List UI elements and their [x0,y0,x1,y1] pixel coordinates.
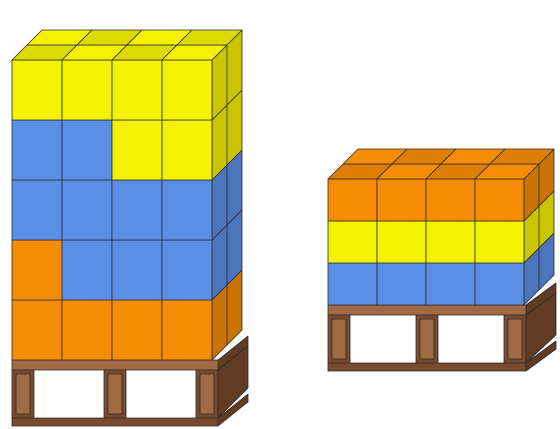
box-front-orange [377,179,426,221]
box-front-yellow [475,221,524,263]
box-front-orange [112,300,162,360]
pallet-leg-inner [200,374,214,414]
box-front-blue [12,180,62,240]
pallet-deck-front [328,305,526,315]
box-front-blue [62,240,112,300]
box-front-orange [12,300,62,360]
pallet-bottom-board [328,363,526,371]
box-front-blue [328,263,377,305]
box-front-yellow [426,221,475,263]
box-front-yellow [12,60,62,120]
pallet-leg-inner [108,374,122,414]
box-front-yellow [162,60,212,120]
box-front-orange [426,179,475,221]
box-front-yellow [328,221,377,263]
box-front-blue [112,240,162,300]
box-front-orange [12,240,62,300]
box-front-orange [328,179,377,221]
pallet-leg-inner [16,374,30,414]
box-front-orange [162,300,212,360]
left-box-stack [12,30,242,360]
box-front-yellow [112,120,162,180]
box-front-blue [62,120,112,180]
box-front-blue [162,240,212,300]
box-front-yellow [162,120,212,180]
box-front-blue [112,180,162,240]
box-front-blue [475,263,524,305]
pallet-leg-inner [420,319,434,359]
box-front-orange [62,300,112,360]
box-front-blue [62,180,112,240]
box-front-blue [426,263,475,305]
pallet-deck-front [12,360,218,370]
box-front-yellow [377,221,426,263]
box-front-blue [377,263,426,305]
box-front-blue [12,120,62,180]
box-front-yellow [112,60,162,120]
pallet-leg-inner [332,319,346,359]
box-front-yellow [62,60,112,120]
box-front-blue [162,180,212,240]
pallet-leg-inner [508,319,522,359]
box-front-orange [475,179,524,221]
pallet-bottom-board [12,418,218,426]
right-box-stack [328,149,554,305]
